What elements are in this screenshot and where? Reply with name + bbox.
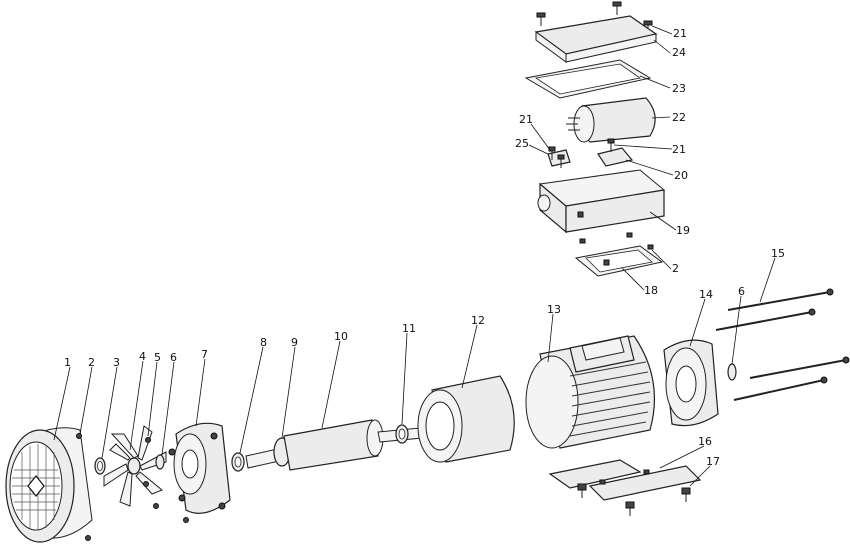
callout-22: 22 [672, 111, 686, 124]
screw-top-right [612, 1, 622, 15]
cooling-fan [103, 425, 167, 507]
rear-bearing [231, 452, 245, 472]
callout-3: 3 [113, 356, 120, 369]
callout-24: 24 [672, 46, 686, 59]
callout-2b: 2 [672, 262, 679, 275]
callout-12: 12 [471, 314, 485, 327]
terminal-box-base [537, 169, 666, 234]
callout-20: 20 [674, 169, 688, 182]
front-end-shield [663, 339, 719, 427]
callout-labels: 1 2 3 4 5 6 7 8 9 10 11 12 13 14 6 15 16… [64, 27, 785, 468]
callout-21b: 21 [519, 113, 533, 126]
fan-cover-screws [76, 433, 91, 541]
rotor-assembly [245, 419, 423, 471]
key-and-washer [143, 437, 165, 509]
callout-1: 1 [64, 356, 71, 369]
fan-cover [5, 427, 93, 543]
callout-5: 5 [154, 351, 161, 364]
callout-7: 7 [201, 348, 208, 361]
callout-17: 17 [706, 455, 720, 468]
oil-seal [727, 363, 737, 381]
mounting-feet [548, 459, 702, 501]
tie-rods [715, 288, 850, 401]
terminal-block [597, 138, 634, 167]
callout-19: 19 [676, 224, 690, 237]
leader-lines [53, 25, 776, 487]
callout-6: 6 [170, 351, 177, 364]
callout-15: 15 [771, 247, 785, 260]
callout-13: 13 [547, 303, 561, 316]
capacitor [566, 97, 656, 143]
lid-gasket [524, 59, 652, 99]
fan-clip [94, 457, 106, 475]
callout-23: 23 [672, 82, 686, 95]
foot-bolts [577, 483, 691, 516]
rear-end-shield [168, 422, 231, 523]
callout-21a: 21 [673, 27, 687, 40]
cable-clamp [547, 146, 571, 168]
callout-18: 18 [644, 284, 658, 297]
callout-10: 10 [334, 330, 348, 343]
callout-9: 9 [291, 336, 298, 349]
callout-14: 14 [699, 288, 713, 301]
front-bearing [395, 424, 409, 444]
callout-11: 11 [402, 322, 416, 335]
base-screws [579, 232, 654, 250]
terminal-box-lid [534, 15, 658, 63]
base-gasket [574, 245, 664, 277]
callout-21c: 21 [672, 143, 686, 156]
callout-4: 4 [139, 350, 146, 363]
callout-2: 2 [88, 356, 95, 369]
callout-25: 25 [515, 137, 529, 150]
stator [417, 375, 515, 463]
callout-8: 8 [260, 336, 267, 349]
callout-16: 16 [698, 435, 712, 448]
motor-frame [525, 335, 655, 449]
callout-6b: 6 [738, 285, 745, 298]
screw-top-left [536, 12, 546, 26]
